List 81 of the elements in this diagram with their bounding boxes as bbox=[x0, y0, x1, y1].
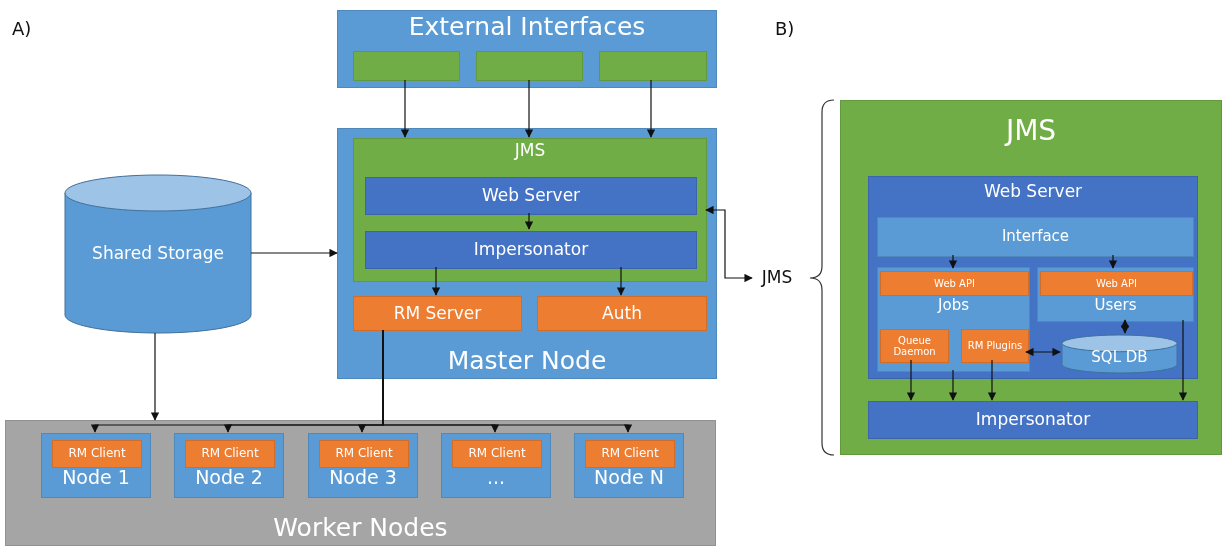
master-node-panel bbox=[337, 128, 717, 379]
arrow bbox=[906, 359, 916, 401]
rm-server-box bbox=[353, 296, 522, 331]
jms-panel bbox=[353, 138, 707, 282]
arrow bbox=[400, 79, 410, 138]
arrow bbox=[524, 212, 534, 230]
rm-plugins-box bbox=[961, 329, 1029, 363]
impersonator-box bbox=[365, 231, 697, 269]
arrow bbox=[150, 332, 160, 421]
web-api-box bbox=[880, 271, 1029, 296]
box-label: Jobs bbox=[936, 297, 970, 315]
box-label: Worker Nodes bbox=[272, 514, 449, 543]
box-label: Node 1 bbox=[61, 467, 131, 489]
box-label: RM Client bbox=[334, 447, 394, 461]
box-label: Impersonator bbox=[472, 240, 590, 260]
box-label: RM Client bbox=[600, 447, 660, 461]
rm-client-box bbox=[185, 440, 275, 468]
users-panel bbox=[1037, 267, 1194, 322]
box-label: RM Client bbox=[67, 447, 127, 461]
arrow bbox=[948, 369, 958, 401]
auth-box bbox=[537, 296, 707, 331]
jms-panel bbox=[840, 100, 1222, 455]
box-label: Impersonator bbox=[974, 410, 1092, 430]
worker-node-box bbox=[441, 433, 551, 498]
interface-box bbox=[353, 51, 460, 81]
worker-node-box bbox=[574, 433, 684, 498]
box-label: JMS bbox=[1003, 115, 1058, 148]
rm-client-box bbox=[585, 440, 675, 468]
interface-box bbox=[877, 217, 1194, 257]
box-label: Queue Daemon bbox=[892, 334, 937, 358]
box-label: RM Client bbox=[467, 447, 527, 461]
box-label: ... bbox=[485, 467, 507, 489]
interface-box bbox=[476, 51, 583, 81]
box-label: Interface bbox=[1000, 228, 1071, 246]
worker-nodes-panel bbox=[5, 420, 716, 546]
worker-node-box bbox=[41, 433, 151, 498]
arrow bbox=[987, 359, 997, 401]
box-label: Users bbox=[1093, 297, 1138, 315]
rm-client-box bbox=[52, 440, 142, 468]
arrow bbox=[1178, 319, 1188, 401]
impersonator-box bbox=[868, 401, 1198, 439]
arrow bbox=[705, 205, 753, 283]
panel-letter: B) bbox=[775, 18, 795, 39]
box-label: Node 2 bbox=[194, 467, 264, 489]
box-label: Node N bbox=[593, 467, 665, 489]
panel-letter: A) bbox=[12, 18, 32, 39]
box-label: Web API bbox=[1095, 277, 1138, 290]
box-label: Web Server bbox=[982, 182, 1084, 202]
jobs-panel bbox=[877, 267, 1030, 372]
worker-node-box bbox=[174, 433, 284, 498]
box-label: SQL DB bbox=[1090, 349, 1149, 367]
box-label: Web API bbox=[933, 277, 976, 290]
rm-client-box bbox=[319, 440, 409, 468]
interface-box bbox=[599, 51, 707, 81]
box-label: JMS bbox=[513, 141, 547, 161]
box-label: RM Server bbox=[392, 303, 483, 324]
box-label: Web Server bbox=[480, 186, 582, 206]
web-server-panel bbox=[868, 176, 1198, 379]
box-label: RM Client bbox=[200, 447, 260, 461]
arrow bbox=[250, 248, 338, 258]
box-label: Master Node bbox=[446, 347, 608, 376]
arrow bbox=[646, 79, 656, 138]
web-server-box bbox=[365, 177, 697, 215]
worker-node-box bbox=[308, 433, 418, 498]
web-api-box bbox=[1040, 271, 1193, 296]
box-label: RM Plugins bbox=[966, 340, 1024, 352]
arrow bbox=[616, 266, 626, 296]
arrow bbox=[431, 266, 441, 296]
arrow bbox=[948, 254, 958, 269]
box-label: Shared Storage bbox=[91, 244, 225, 264]
arrow bbox=[1120, 319, 1130, 334]
arrow bbox=[524, 79, 534, 138]
rm-client-box bbox=[452, 440, 542, 468]
box-label: External Interfaces bbox=[407, 13, 647, 42]
arrow bbox=[1108, 254, 1118, 269]
system-label: JMS bbox=[760, 268, 794, 288]
box-label: Node 3 bbox=[328, 467, 398, 489]
box-label: Auth bbox=[601, 303, 643, 324]
interfaces-panel bbox=[337, 10, 717, 88]
arrow bbox=[1025, 347, 1061, 357]
queue-daemon-box bbox=[880, 329, 949, 363]
